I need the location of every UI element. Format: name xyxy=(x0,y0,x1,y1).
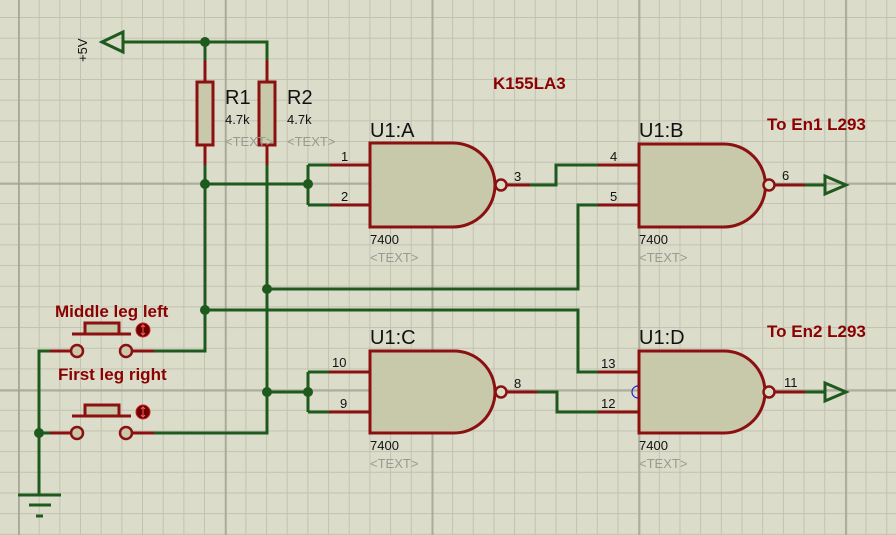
resistor-r2[interactable] xyxy=(257,60,277,165)
gate-part: 7400 xyxy=(639,438,668,453)
resistor-r1[interactable] xyxy=(195,60,215,165)
resistor-value: 4.7k xyxy=(287,112,312,127)
pin-label: 3 xyxy=(514,169,521,184)
pushbutton-middle-leg[interactable]: Middle leg left xyxy=(50,302,169,359)
output-label: To En2 L293 xyxy=(767,322,866,341)
actuator-icon[interactable] xyxy=(135,404,151,420)
ground-icon[interactable] xyxy=(18,493,61,518)
gate-text: <TEXT> xyxy=(370,250,418,265)
nand-gate-u1c[interactable]: U1:C 10 9 8 7400 <TEXT> xyxy=(329,327,537,471)
gate-ref: U1:B xyxy=(639,120,683,142)
gate-text: <TEXT> xyxy=(639,456,687,471)
gate-part: 7400 xyxy=(370,438,399,453)
pin-label: 12 xyxy=(601,396,615,411)
pin-label: 5 xyxy=(610,189,617,204)
pin-label: 11 xyxy=(784,375,798,390)
gate-part: 7400 xyxy=(370,232,399,247)
resistor-ref: R2 xyxy=(287,87,313,109)
pin-label: 8 xyxy=(514,376,521,391)
output-arrow-icon xyxy=(823,173,850,197)
inverter-bubble-icon xyxy=(762,385,776,399)
pin-marker-icon xyxy=(631,385,639,399)
pin-label: 2 xyxy=(341,189,348,204)
resistor-value: 4.7k xyxy=(225,112,250,127)
switch-label: Middle leg left xyxy=(55,302,169,321)
chip-label: K155LA3 xyxy=(493,74,566,93)
resistor-text: <TEXT> xyxy=(287,134,335,149)
inverter-bubble-icon xyxy=(762,178,776,192)
gate-ref: U1:C xyxy=(370,327,416,349)
actuator-icon[interactable] xyxy=(135,322,151,338)
nand-gate-u1b[interactable]: U1:B 4 5 6 7400 <TEXT> xyxy=(598,120,805,265)
pin-label: 10 xyxy=(332,355,346,370)
power-label: +5V xyxy=(75,38,90,62)
nand-gate-u1d[interactable]: U1:D 13 12 11 7400 <TEXT> xyxy=(598,327,805,471)
gate-ref: U1:D xyxy=(639,327,685,349)
pushbutton-first-leg[interactable]: First leg right xyxy=(50,365,167,441)
pin-label: 1 xyxy=(341,149,348,164)
resistor-labels: R1 4.7k <TEXT> R2 4.7k <TEXT> xyxy=(225,87,335,149)
gate-text: <TEXT> xyxy=(370,456,418,471)
nand-gate-u1a[interactable]: U1:A 1 2 3 7400 <TEXT> xyxy=(330,120,530,265)
gate-ref: U1:A xyxy=(370,120,415,142)
resistor-text: <TEXT> xyxy=(225,134,273,149)
output-arrow-icon xyxy=(823,380,850,404)
power-terminal[interactable]: +5V xyxy=(75,29,125,62)
output-label: To En1 L293 xyxy=(767,115,866,134)
resistor-ref: R1 xyxy=(225,87,251,109)
output-terminal-en2[interactable]: To En2 L293 xyxy=(767,322,866,404)
output-terminal-en1[interactable]: To En1 L293 xyxy=(767,115,866,197)
gate-part: 7400 xyxy=(639,232,668,247)
inverter-bubble-icon xyxy=(494,385,508,399)
pin-label: 6 xyxy=(782,168,789,183)
power-arrow-icon xyxy=(98,29,125,55)
gate-text: <TEXT> xyxy=(639,250,687,265)
pin-label: 4 xyxy=(610,149,617,164)
junctions xyxy=(34,37,313,438)
inverter-bubble-icon xyxy=(494,178,508,192)
pin-label: 9 xyxy=(340,396,347,411)
pin-label: 13 xyxy=(601,356,615,371)
switch-label: First leg right xyxy=(58,365,167,384)
